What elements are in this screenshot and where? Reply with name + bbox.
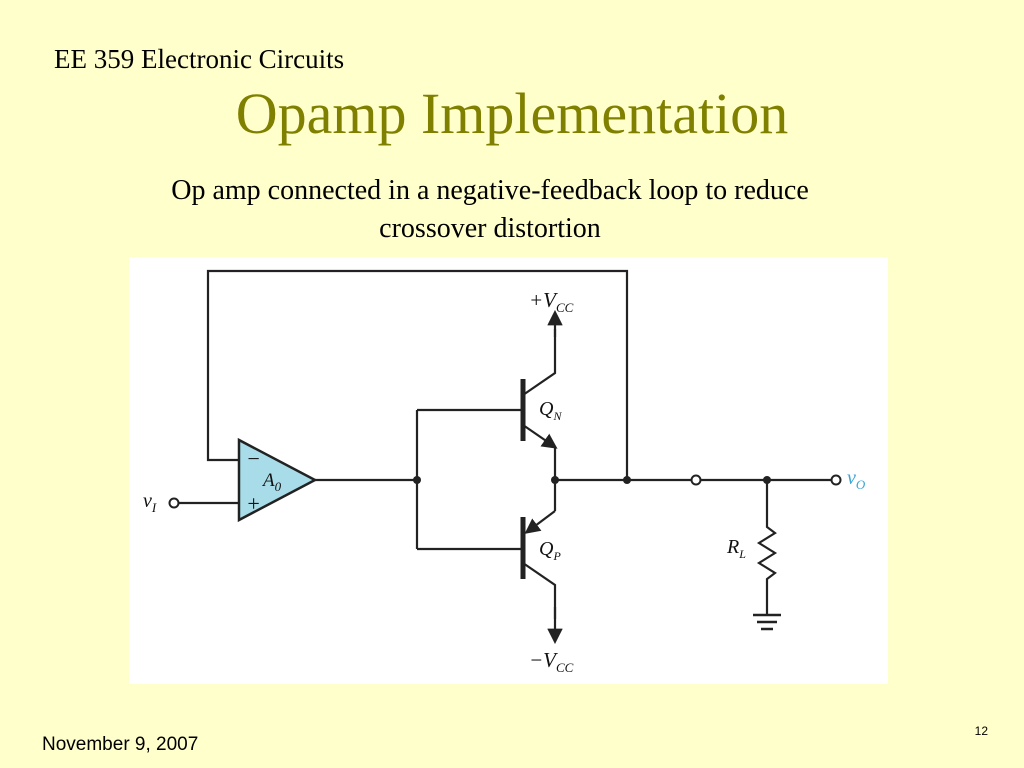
load-resistor <box>756 480 778 614</box>
qp-collector <box>522 562 557 619</box>
output-label: vO <box>847 467 866 492</box>
vcc-neg-sub: CC <box>556 660 574 675</box>
opamp-gain-sub: 0 <box>275 479 282 494</box>
qn-emitter <box>522 424 558 449</box>
slide-number: 12 <box>974 724 988 738</box>
qn-label-sub: N <box>552 409 562 423</box>
circuit-diagram: − + A0 vI QN +VCC QP <box>129 257 888 684</box>
footer-date: November 9, 2007 <box>42 734 199 755</box>
vcc-neg-label: −VCC <box>529 648 574 675</box>
rl-label: RL <box>726 536 746 561</box>
opamp-minus-sign: − <box>246 446 261 471</box>
input-terminal <box>168 497 180 509</box>
qn-collector <box>522 329 557 396</box>
output-label-main: v <box>847 467 856 489</box>
figure-caption: Op amp connected in a negative-feedback … <box>0 172 980 248</box>
feedback-node-dot <box>623 476 631 484</box>
input-label-main: v <box>143 490 152 512</box>
caption-line-1: Op amp connected in a negative-feedback … <box>171 175 809 206</box>
qn-label-main: Q <box>539 398 554 420</box>
qp-label: QP <box>539 538 561 563</box>
vcc-pos-sub: CC <box>556 300 574 315</box>
rl-label-sub: L <box>738 547 746 561</box>
feedback-wire <box>206 269 629 479</box>
input-label-sub: I <box>151 500 157 515</box>
slide-title: Opamp Implementation <box>235 81 789 146</box>
vcc-pos-label: +VCC <box>529 288 574 315</box>
qn-label: QN <box>539 398 562 423</box>
vcc-pos-main: +V <box>529 288 558 312</box>
course-name: EE 359 Electronic Circuits <box>54 44 345 74</box>
input-label: vI <box>143 490 157 515</box>
opamp-plus-sign: + <box>246 491 261 516</box>
opamp-gain-main: A <box>261 470 275 491</box>
circuit-svg: − + A0 vI QN +VCC QP <box>143 269 866 675</box>
opamp-symbol <box>237 437 318 523</box>
vcc-neg-main: −V <box>529 648 558 672</box>
qp-label-main: Q <box>539 538 554 560</box>
opamp-gain-label: A0 <box>261 470 282 494</box>
ground-icon <box>753 613 781 631</box>
qp-label-sub: P <box>552 549 561 563</box>
output-terminal <box>830 474 842 486</box>
output-label-sub: O <box>856 477 866 492</box>
caption-line-2: crossover distortion <box>379 213 601 244</box>
mid-terminal <box>690 474 702 486</box>
qp-emitter <box>524 510 556 534</box>
rl-label-main: R <box>726 536 739 558</box>
